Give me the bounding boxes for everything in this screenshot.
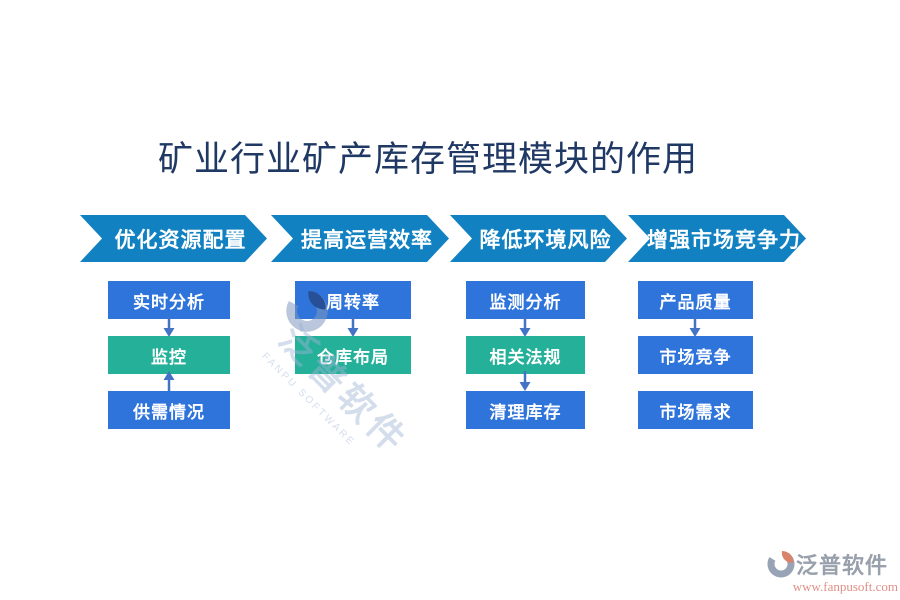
arrow-down-icon	[346, 317, 360, 337]
footer-website-url: www.fanpusoft.com	[792, 579, 898, 594]
banner-label: 降低环境风险	[479, 228, 612, 252]
flow-box: 清理库存	[466, 391, 585, 429]
arrow-down-icon	[518, 371, 532, 391]
arrow-down-icon	[518, 317, 532, 337]
arrow-down-icon	[688, 317, 702, 337]
flow-box: 相关法规	[466, 336, 585, 374]
banner-market-competitiveness: 增强市场竞争力	[628, 215, 806, 262]
flow-box: 监测分析	[466, 281, 585, 319]
flow-box: 市场竞争	[638, 336, 753, 374]
arrow-up-icon	[162, 371, 176, 391]
flow-box: 供需情况	[108, 391, 230, 429]
fanpu-logo-icon	[766, 549, 796, 579]
flow-box: 实时分析	[108, 281, 230, 319]
footer-brand-name: 泛普软件	[796, 553, 889, 578]
page-title: 矿业行业矿产库存管理模块的作用	[157, 140, 698, 179]
arrow-down-icon	[162, 317, 176, 337]
banner-environmental-risk: 降低环境风险	[450, 215, 627, 262]
flow-box: 仓库布局	[295, 336, 411, 374]
flow-box: 产品质量	[638, 281, 753, 319]
flow-box: 市场需求	[638, 391, 753, 429]
banner-label: 提高运营效率	[301, 228, 433, 252]
banner-label: 优化资源配置	[114, 228, 247, 252]
banner-label: 增强市场竞争力	[647, 228, 801, 252]
banner-operational-efficiency: 提高运营效率	[271, 215, 449, 262]
banner-optimize-resources: 优化资源配置	[80, 215, 267, 262]
watermark-fanpu-logo-icon	[284, 288, 330, 334]
footer-brand-stamp: 泛普软件 www.fanpusoft.com	[766, 548, 898, 595]
flow-box: 监控	[108, 336, 230, 374]
